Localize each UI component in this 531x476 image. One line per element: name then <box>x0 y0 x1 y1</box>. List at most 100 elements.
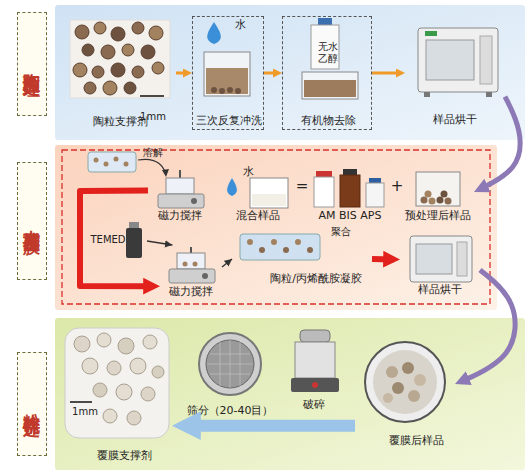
sieve <box>199 333 261 395</box>
ceramsite-photo <box>132 22 144 34</box>
coated-sample-bowl <box>402 362 414 374</box>
annotation-label: + <box>390 178 404 195</box>
beaker <box>302 72 358 99</box>
drying-oven <box>486 92 492 97</box>
node-text: 陶粒预处理 <box>22 59 42 69</box>
water-drop <box>227 178 237 196</box>
water-drop <box>207 22 221 44</box>
coated-sample-bowl <box>365 342 445 422</box>
reagent-bottle: TEMED <box>90 220 147 262</box>
dashed-frame <box>62 150 490 304</box>
flow-arrow <box>172 420 355 432</box>
ethanol-bottle <box>318 18 332 25</box>
sieve <box>199 333 261 395</box>
particle-tray <box>114 157 119 162</box>
sample-photo: 覆膜后样品 <box>355 340 455 450</box>
particle-tray <box>88 152 136 172</box>
beaker <box>204 52 250 96</box>
flow-arrow <box>474 97 520 192</box>
beaker <box>416 172 460 206</box>
coated-proppant-photo <box>93 383 107 397</box>
particle-tray <box>124 162 129 167</box>
grinder-step: 破碎 <box>283 325 345 415</box>
ceramsite-photo <box>75 25 89 39</box>
node-text: 1mm <box>68 406 102 418</box>
ceramsite-photo <box>70 20 170 98</box>
flow-arrow <box>176 72 192 75</box>
coated-sample-bowl <box>373 350 437 414</box>
coated-sample-bowl <box>414 374 426 386</box>
gel-tray <box>259 247 265 253</box>
magnetic-stirrer <box>169 247 215 283</box>
beaker <box>437 197 444 204</box>
node-text: 粉碎筛选 <box>22 400 42 408</box>
reagent-bottles <box>314 169 384 207</box>
beaker <box>252 194 286 206</box>
coated-proppant-photo <box>70 401 92 403</box>
grinder <box>300 330 330 342</box>
coated-sample-bowl <box>408 390 420 402</box>
drying-oven <box>418 28 498 97</box>
drying-oven <box>457 242 467 276</box>
coated-proppant-photo <box>103 409 117 423</box>
stirrer-step: 磁力搅拌 <box>160 245 222 300</box>
dashed-frame <box>62 150 490 304</box>
coated-proppant-photo <box>116 384 132 400</box>
ceramsite-photo <box>124 82 136 94</box>
ceramsite-photo <box>103 81 117 95</box>
stage-label: 支撑剂覆膜 <box>17 162 47 280</box>
magnetic-stirrer <box>158 194 204 208</box>
dissolve-arrow <box>162 169 169 177</box>
dissolve-arrow <box>138 159 169 177</box>
mixture-step: 水混合样品 <box>222 166 294 224</box>
ceramsite-photo <box>82 44 94 56</box>
ceramsite-photo <box>92 66 104 78</box>
sieve <box>206 340 254 388</box>
beaker <box>304 80 356 97</box>
magnetic-stirrer <box>191 198 197 204</box>
particle-tray <box>94 158 99 163</box>
coated-sample-bowl <box>392 382 404 394</box>
coated-proppant-photo <box>97 333 111 347</box>
node-text: 混合样品 <box>228 210 288 223</box>
beaker <box>211 87 217 93</box>
magnetic-stirrer <box>169 269 215 283</box>
node-text: 覆膜后样品 <box>380 435 452 448</box>
node-text: 无水乙醇 <box>317 41 339 64</box>
temed-bottle <box>126 228 142 258</box>
particle-tray <box>88 152 136 172</box>
temed-bottle <box>126 222 142 258</box>
ceramsite-photo <box>73 63 87 77</box>
coated-proppant-photo <box>130 358 146 374</box>
reagent-bottles <box>343 169 357 175</box>
magnetic-stirrer <box>158 170 204 208</box>
beaker <box>250 178 288 208</box>
ceramsite-photo <box>111 27 125 41</box>
node-text: 有机物去除 <box>291 115 366 128</box>
temed-bottle <box>129 222 139 229</box>
flow-arrow <box>80 190 160 286</box>
node-text: 水 <box>240 166 256 179</box>
drying-oven <box>426 40 474 80</box>
coated-sample-bowl <box>383 393 393 403</box>
stage-label: 粉碎筛选 <box>17 352 47 456</box>
grinder <box>291 330 339 392</box>
coated-proppant-photo <box>65 328 169 438</box>
gel-tray <box>295 239 301 245</box>
beaker <box>441 191 448 198</box>
drying-oven <box>425 31 437 36</box>
magnetic-stirrer <box>202 273 208 279</box>
gel-tray <box>247 239 253 245</box>
coated-proppant-photo <box>74 336 90 352</box>
flow-arrow <box>264 72 282 75</box>
node-text: 支撑剂覆膜 <box>22 216 42 226</box>
coated-proppant-photo <box>141 387 155 401</box>
ceramsite-photo <box>132 66 144 78</box>
gel-step: 陶粒/丙烯酰胺凝胶 <box>232 228 372 290</box>
drying-oven <box>416 244 452 274</box>
connector-group <box>80 73 520 426</box>
node-text: 样品烘干 <box>410 284 470 297</box>
drying-oven <box>480 36 492 84</box>
beaker <box>206 68 248 94</box>
